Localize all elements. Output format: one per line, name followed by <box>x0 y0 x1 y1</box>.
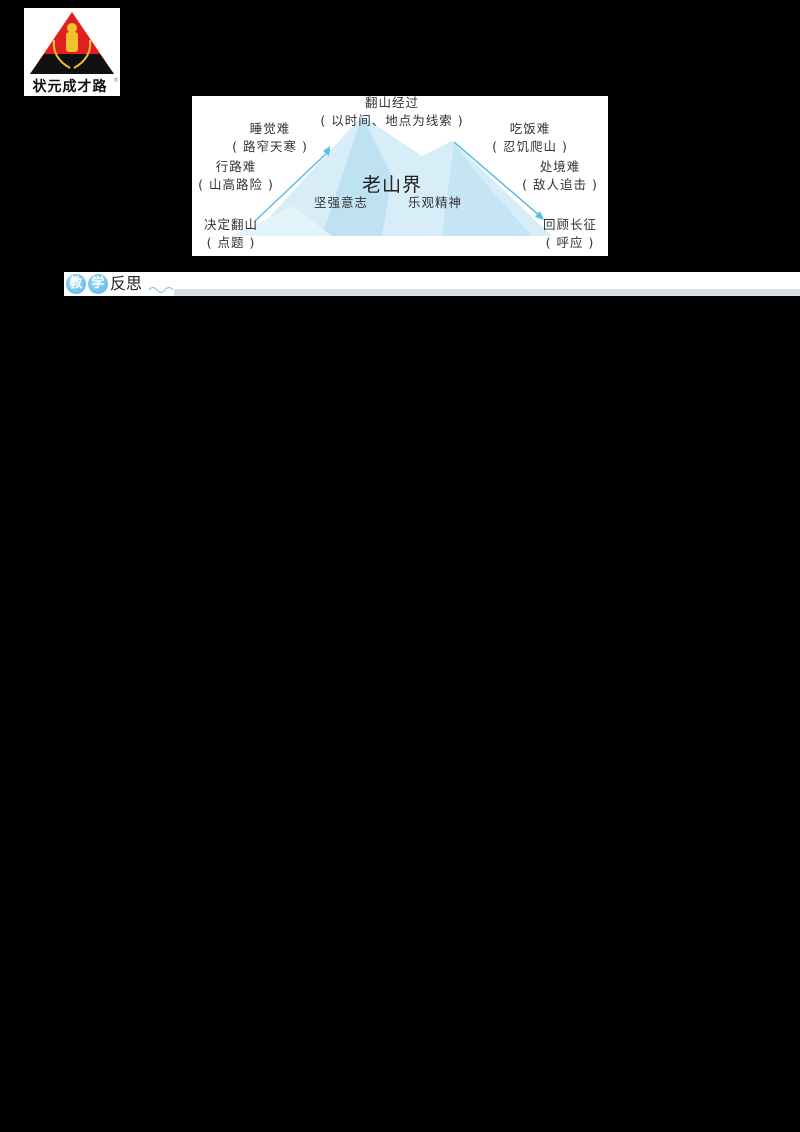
swirl-ornament-icon <box>148 286 174 294</box>
badge-xue: 学 <box>88 274 108 294</box>
section-header: 教 学 反思 <box>64 272 800 296</box>
label-decide: 决定翻山 ( 点题 ) <box>203 217 258 250</box>
registered-mark: ® <box>113 77 119 84</box>
header-strip <box>174 289 800 296</box>
mountain-diagram: 翻山经过 ( 以时间、地点为线索 ) 睡觉难 ( 路窄天寒 ) 行路难 ( 山高… <box>192 96 608 256</box>
center-title: 老山界 <box>362 174 423 196</box>
section-title: 反思 <box>110 274 143 293</box>
spirit-optimism: 乐观精神 <box>408 195 463 210</box>
mountain-illustration-icon <box>232 116 552 236</box>
label-top: 翻山经过 ( 以时间、地点为线索 ) <box>320 96 464 128</box>
label-situation: 处境难 ( 敌人追击 ) <box>522 159 598 192</box>
spirit-will: 坚强意志 <box>314 195 369 210</box>
label-walk: 行路难 ( 山高路险 ) <box>198 159 274 192</box>
publisher-logo: 状元成才路 ® <box>24 8 120 96</box>
logo-text: 状元成才路 <box>32 79 108 95</box>
label-review: 回顾长征 ( 呼应 ) <box>542 217 597 250</box>
label-eat: 吃饭难 ( 忍饥爬山 ) <box>492 121 568 154</box>
badge-jiao: 教 <box>66 274 86 294</box>
label-sleep: 睡觉难 ( 路窄天寒 ) <box>232 121 308 154</box>
logo-emblem-icon <box>30 12 114 74</box>
